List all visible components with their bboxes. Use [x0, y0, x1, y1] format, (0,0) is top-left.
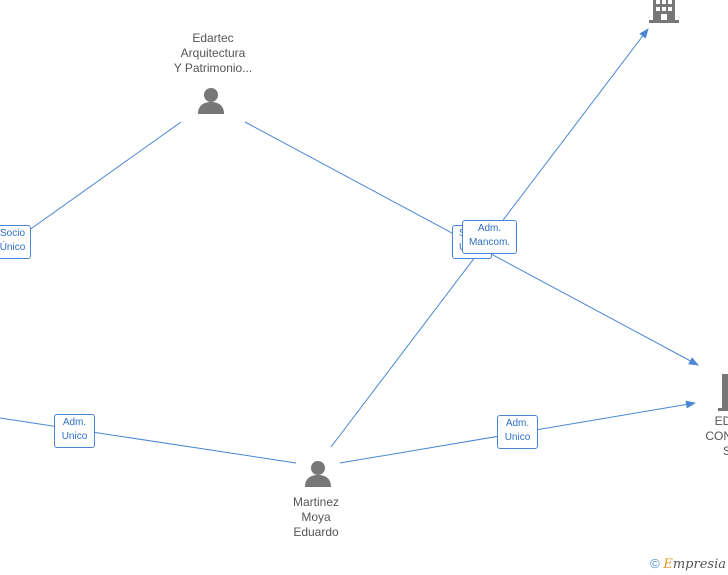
node-label-martinez: Martinez Moya Eduardo [292, 495, 339, 539]
empresia-watermark: © Empresia [650, 556, 726, 572]
edges [0, 28, 699, 464]
node-label-edartec: Edartec Arquitectura Y Patrimonio... [173, 31, 253, 75]
edge-label-adm-unico-left[interactable]: Adm. Unico [54, 414, 95, 448]
empresia-logo: Empresia [663, 557, 726, 572]
edge-label-socio-unico[interactable]: Socio Único [0, 225, 31, 259]
building-icon [649, 0, 679, 23]
copyright-icon: © [650, 556, 660, 571]
edge-edartec-left [17, 121, 182, 239]
edge-label-adm-unico-right[interactable]: Adm. Unico [497, 415, 538, 449]
node-label-right-company: EDA CONSU S [705, 414, 728, 458]
edge-left-martinez [0, 417, 297, 464]
person-icon [198, 88, 224, 114]
building-icon [718, 374, 728, 411]
person-icon [305, 461, 331, 487]
edge-label-adm-mancom[interactable]: Adm. Mancom. [462, 220, 517, 254]
